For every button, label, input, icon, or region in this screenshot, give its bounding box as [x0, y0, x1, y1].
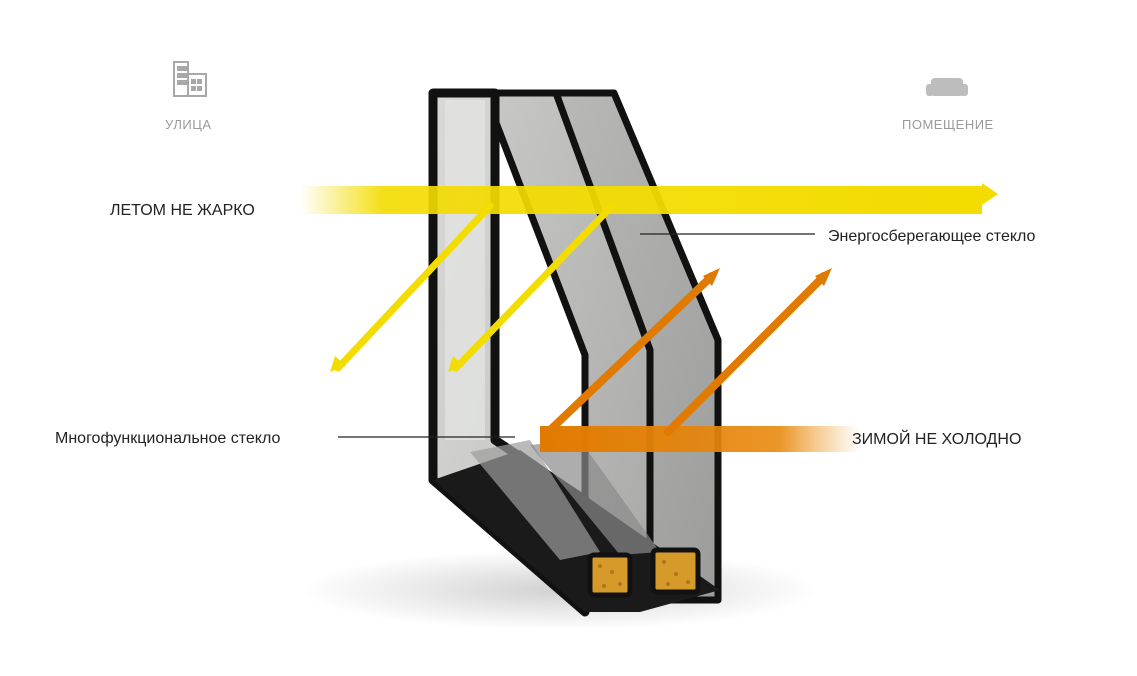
desiccant-block-1 — [587, 552, 633, 598]
winter-heat-arrows — [540, 268, 860, 452]
summer-reflection-1 — [334, 202, 494, 372]
desiccant-texture — [598, 560, 690, 588]
triple-glazing-unit — [428, 88, 722, 617]
winter-reflection-2 — [664, 272, 828, 436]
winter-reflection-2-head — [815, 268, 832, 286]
summer-reflection-2 — [452, 202, 616, 372]
winter-label: ЗИМОЙ НЕ ХОЛОДНО — [852, 429, 1021, 448]
desiccant-block-2 — [650, 547, 701, 595]
winter-reflection-1-head — [703, 268, 720, 286]
glass-pane-outer-glass — [445, 100, 485, 440]
winter-main-beam — [540, 426, 860, 452]
summer-main-beam — [300, 186, 982, 214]
winter-reflection-1 — [544, 272, 716, 436]
sofa-icon — [926, 78, 968, 96]
summer-reflection-1-head — [330, 356, 346, 372]
summer-light-arrows — [300, 183, 998, 372]
spacer-rail-1 — [470, 440, 600, 560]
outside-label: УЛИЦА — [165, 117, 212, 132]
energy-glass-label: Энергосберегающее стекло — [828, 228, 1036, 245]
inside-label: ПОМЕЩЕНИЕ — [902, 117, 994, 132]
buildings-icon — [173, 61, 207, 97]
multi-glass-label: Многофункциональное стекло — [55, 430, 280, 447]
summer-reflection-2-head — [448, 356, 464, 372]
summer-main-arrowhead — [982, 183, 998, 205]
summer-label: ЛЕТОМ НЕ ЖАРКО — [110, 202, 255, 219]
spacer-rail-2 — [530, 440, 660, 555]
